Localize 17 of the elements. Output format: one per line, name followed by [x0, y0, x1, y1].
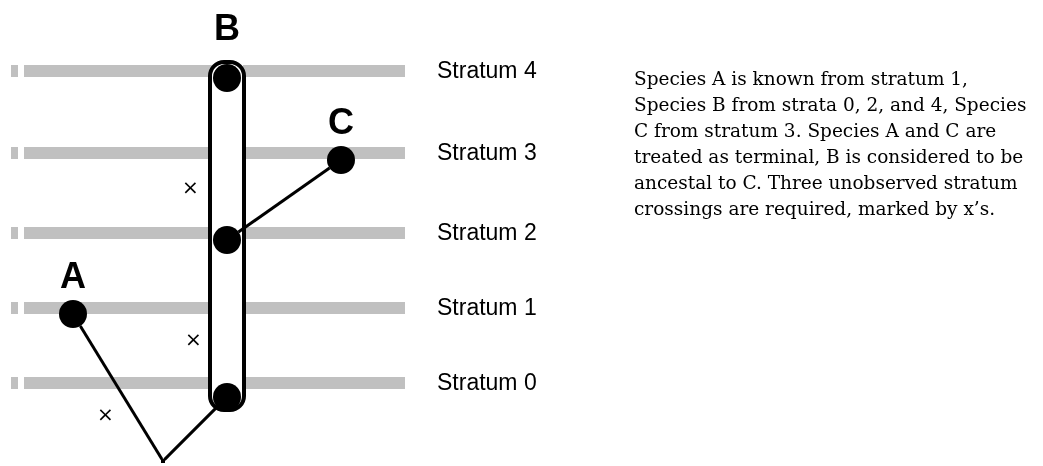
- description-paragraph: Species A is known from stratum 1, Species B from strata 0, 2, and 4, Species C from stratum 3. Species A and C are treated as terminal, B is considered to be ancestal to C. Three unobserved stratum crossings are required, marked by x’s.: [634, 67, 1028, 221]
- branch-point: [161, 459, 165, 463]
- fossil-dot: [213, 383, 241, 411]
- species-letter: A: [59, 256, 87, 296]
- stratum-label: Stratum 1: [437, 293, 537, 321]
- fossil-dot: [213, 64, 241, 92]
- stratum-label: Stratum 4: [437, 56, 537, 84]
- stratum-label: Stratum 2: [437, 218, 537, 246]
- species-letter: B: [213, 8, 241, 48]
- crossing-mark: ×: [185, 328, 202, 350]
- crossing-mark: ×: [182, 176, 199, 198]
- branch-line: [79, 325, 164, 461]
- stratum-label: Stratum 3: [437, 138, 537, 166]
- stratum-label: Stratum 0: [437, 368, 537, 396]
- crossing-mark: ×: [97, 403, 114, 425]
- fossil-dot: [213, 226, 241, 254]
- species-letter: C: [327, 102, 355, 142]
